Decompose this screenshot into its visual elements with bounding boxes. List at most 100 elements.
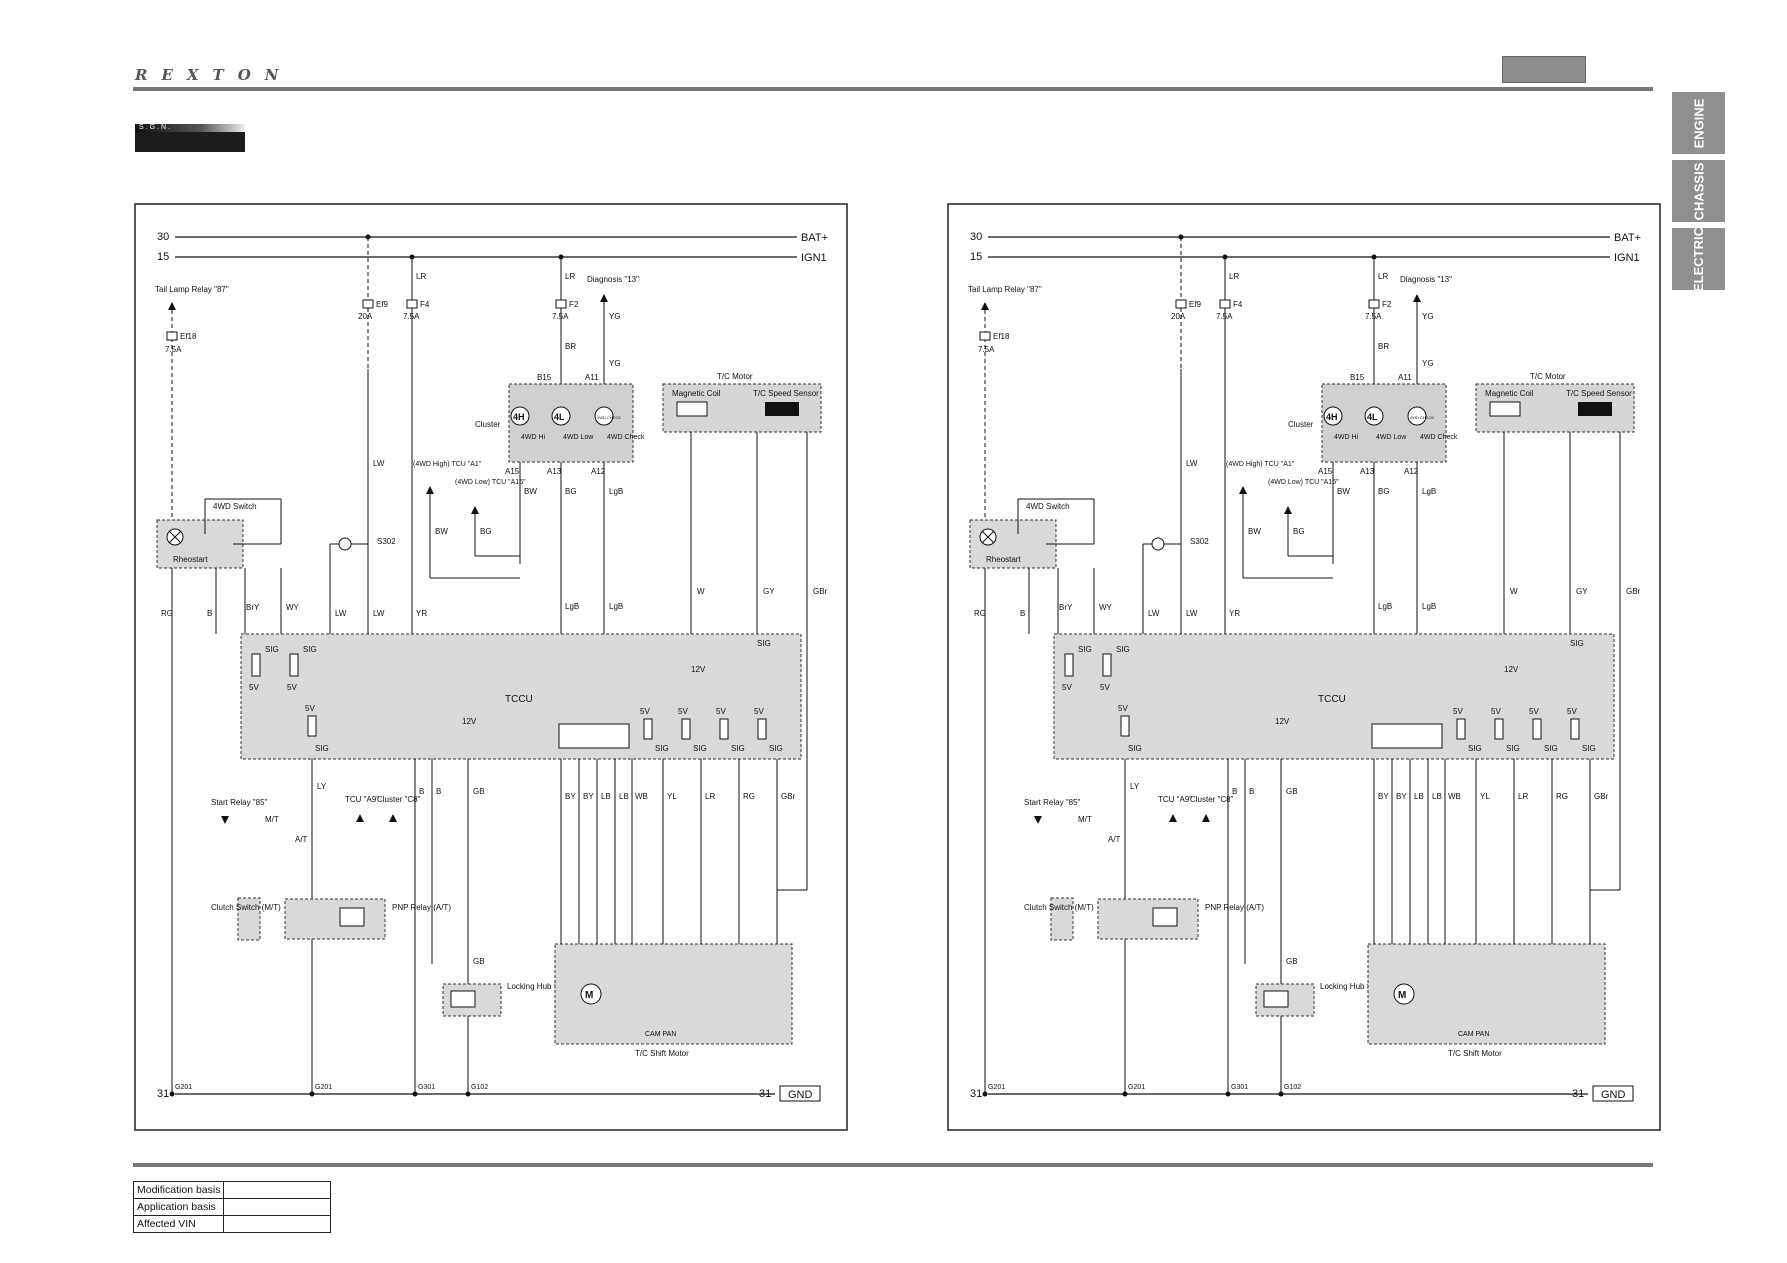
svg-text:IGN1: IGN1 [1614, 252, 1640, 264]
svg-text:SIG: SIG [1468, 744, 1482, 753]
svg-text:Rheostart: Rheostart [173, 555, 208, 564]
svg-text:B: B [1020, 609, 1025, 618]
row-label: Modification basis [132, 1181, 225, 1199]
svg-text:BW: BW [435, 527, 448, 536]
svg-text:4H: 4H [513, 412, 525, 422]
svg-text:4WD Low: 4WD Low [563, 434, 594, 441]
svg-text:WY: WY [286, 603, 300, 612]
svg-text:Cluster: Cluster [1288, 420, 1314, 429]
svg-text:WY: WY [1099, 603, 1113, 612]
svg-text:Tail Lamp Relay "87": Tail Lamp Relay "87" [155, 285, 229, 294]
svg-text:30: 30 [970, 231, 982, 243]
svg-text:YL: YL [1480, 792, 1490, 801]
svg-text:5V: 5V [1100, 683, 1110, 692]
svg-text:LB: LB [1414, 792, 1424, 801]
rexton-logo: REXTON [135, 66, 293, 84]
svg-text:A13: A13 [1360, 467, 1375, 476]
svg-text:BY: BY [1378, 792, 1389, 801]
svg-text:TCU "A9": TCU "A9" [1158, 795, 1192, 804]
svg-text:RG: RG [743, 792, 755, 801]
revision-table: Modification basis Application basis Aff… [132, 1181, 332, 1233]
svg-text:G201: G201 [175, 1084, 192, 1091]
header-divider [133, 87, 1653, 91]
svg-text:LW: LW [335, 609, 347, 618]
svg-text:Magnetic Coil: Magnetic Coil [672, 389, 721, 398]
svg-text:LB: LB [619, 792, 629, 801]
svg-text:5V: 5V [1118, 704, 1128, 713]
svg-text:LB: LB [1432, 792, 1442, 801]
svg-text:RG: RG [974, 609, 986, 618]
svg-text:(4WD High) TCU "A1": (4WD High) TCU "A1" [413, 461, 482, 468]
diagram-panel-right: 30 BAT+ 15 IGN1 31 31 GND Ef9 20A LR F4 [947, 203, 1661, 1131]
svg-text:YG: YG [609, 359, 621, 368]
svg-text:F2: F2 [1382, 300, 1392, 309]
svg-text:LR: LR [1518, 792, 1528, 801]
row-value [223, 1215, 332, 1233]
svg-text:YG: YG [609, 312, 621, 321]
svg-text:BY: BY [583, 792, 594, 801]
svg-text:Ef9: Ef9 [1189, 300, 1202, 309]
tab-electric[interactable]: ELECTRIC [1672, 227, 1725, 292]
svg-text:Rheostart: Rheostart [986, 555, 1021, 564]
svg-text:BW: BW [524, 487, 537, 496]
svg-text:4WD CHECK: 4WD CHECK [1410, 415, 1434, 420]
svg-text:LY: LY [1130, 782, 1140, 791]
row-value [223, 1198, 332, 1216]
svg-text:LgB: LgB [1422, 487, 1436, 496]
svg-text:4WD CHECK: 4WD CHECK [597, 415, 621, 420]
svg-text:TCCU: TCCU [1318, 694, 1346, 705]
svg-text:F4: F4 [420, 300, 430, 309]
svg-text:Tail Lamp Relay "87": Tail Lamp Relay "87" [968, 285, 1042, 294]
svg-text:12V: 12V [1275, 717, 1290, 726]
svg-text:LgB: LgB [565, 602, 579, 611]
svg-text:(4WD Low) TCU "A15": (4WD Low) TCU "A15" [1268, 479, 1339, 486]
svg-text:BG: BG [480, 527, 492, 536]
tab-chassis[interactable]: CHASSIS [1672, 160, 1725, 222]
diagram-panel-left: 30 BAT+ 15 IGN1 31 31 GND Ef9 20A LR F4 [134, 203, 848, 1131]
svg-text:GBr: GBr [813, 587, 828, 596]
svg-text:LY: LY [317, 782, 327, 791]
svg-text:G102: G102 [1284, 1084, 1301, 1091]
svg-text:SIG: SIG [769, 744, 783, 753]
svg-text:GY: GY [763, 587, 775, 596]
svg-text:SIG: SIG [731, 744, 745, 753]
svg-text:BW: BW [1337, 487, 1350, 496]
svg-text:GBr: GBr [1626, 587, 1641, 596]
svg-text:BY: BY [565, 792, 576, 801]
svg-text:LW: LW [373, 459, 385, 468]
svg-text:Ef18: Ef18 [180, 332, 197, 341]
svg-text:PNP Relay (A/T): PNP Relay (A/T) [1205, 903, 1264, 912]
svg-text:SIG: SIG [1582, 744, 1596, 753]
svg-text:Diagnosis "13": Diagnosis "13" [1400, 275, 1452, 284]
svg-text:SIG: SIG [1544, 744, 1558, 753]
svg-text:GND: GND [1601, 1089, 1626, 1101]
svg-text:LR: LR [565, 272, 575, 281]
svg-text:B: B [1249, 787, 1254, 796]
svg-text:A11: A11 [1398, 373, 1412, 382]
svg-text:PNP Relay (A/T): PNP Relay (A/T) [392, 903, 451, 912]
svg-text:G102: G102 [471, 1084, 488, 1091]
svg-text:(4WD High) TCU "A1": (4WD High) TCU "A1" [1226, 461, 1295, 468]
svg-text:LW: LW [1148, 609, 1160, 618]
svg-text:T/C Speed Sensor: T/C Speed Sensor [753, 389, 819, 398]
svg-text:15: 15 [157, 251, 169, 263]
svg-text:IGN1: IGN1 [801, 252, 827, 264]
svg-text:T/C Speed Sensor: T/C Speed Sensor [1566, 389, 1632, 398]
svg-text:BAT+: BAT+ [1614, 232, 1641, 244]
svg-text:YR: YR [416, 609, 427, 618]
svg-text:Start Relay "85": Start Relay "85" [1024, 798, 1081, 807]
svg-text:(4WD Low) TCU "A15": (4WD Low) TCU "A15" [455, 479, 526, 486]
svg-text:LB: LB [601, 792, 611, 801]
svg-text:GND: GND [788, 1089, 813, 1101]
svg-text:BR: BR [1378, 342, 1389, 351]
tab-engine[interactable]: ENGINE [1672, 92, 1725, 154]
svg-text:5V: 5V [754, 707, 764, 716]
svg-text:G201: G201 [988, 1084, 1005, 1091]
svg-text:SIG: SIG [1506, 744, 1520, 753]
svg-text:4WD Switch: 4WD Switch [1026, 502, 1070, 511]
svg-text:LR: LR [1229, 272, 1239, 281]
row-label: Affected VIN [132, 1215, 225, 1233]
svg-text:SIG: SIG [655, 744, 669, 753]
svg-text:A15: A15 [505, 467, 520, 476]
svg-text:5V: 5V [1491, 707, 1501, 716]
